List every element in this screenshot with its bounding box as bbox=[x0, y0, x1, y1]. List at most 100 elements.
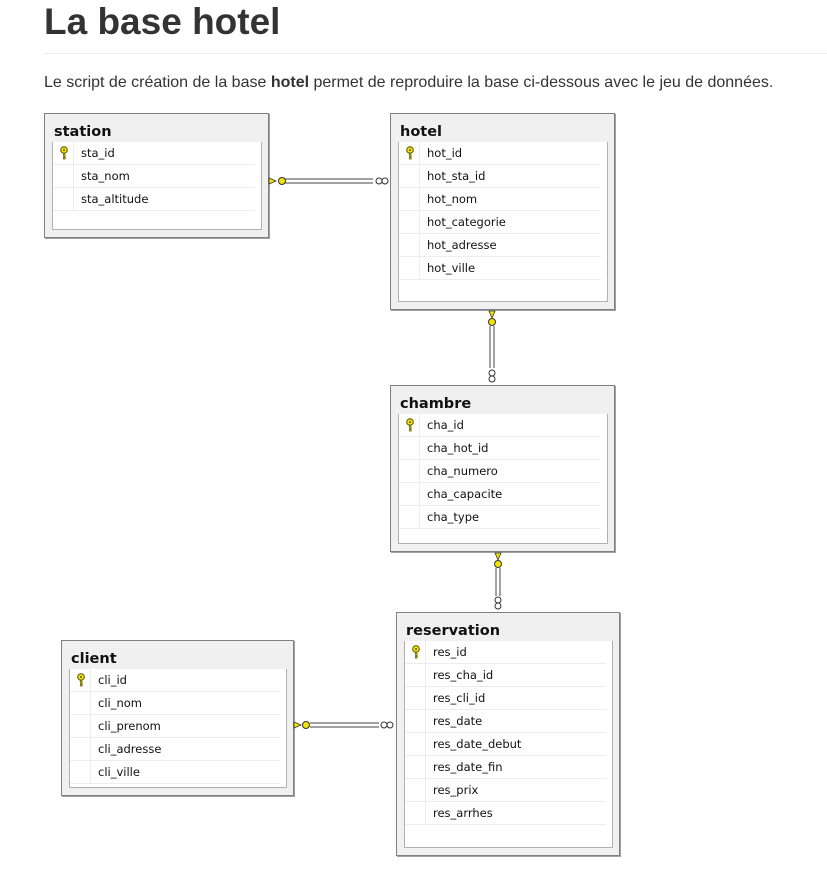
row-selector bbox=[405, 779, 426, 801]
column-row[interactable]: hot_adresse bbox=[399, 234, 601, 257]
column-list: sta_id sta_nom sta_altitude bbox=[52, 142, 262, 230]
column-name: cli_nom bbox=[98, 696, 142, 710]
column-row[interactable]: cha_numero bbox=[399, 460, 601, 483]
key-end-icon bbox=[278, 177, 286, 185]
column-row[interactable]: res_arrhes bbox=[405, 802, 606, 825]
primary-key-icon bbox=[76, 673, 86, 687]
row-selector bbox=[405, 756, 426, 778]
column-row[interactable]: cha_capacite bbox=[399, 483, 601, 506]
infinity-end-icon bbox=[494, 602, 502, 610]
column-list: res_id res_cha_id res_cli_id res_date res_da… bbox=[404, 641, 613, 848]
intro-db-name: hotel bbox=[270, 74, 310, 91]
key-end-icon bbox=[293, 721, 303, 729]
key-end-icon bbox=[268, 177, 278, 185]
column-row[interactable]: hot_sta_id bbox=[399, 165, 601, 188]
table-station[interactable]: station sta_id sta_nom sta_altitude bbox=[44, 113, 269, 238]
row-selector bbox=[405, 664, 426, 686]
column-row[interactable]: hot_id bbox=[399, 142, 601, 165]
row-selector bbox=[399, 165, 420, 187]
column-name: cha_hot_id bbox=[427, 441, 489, 455]
table-name: hotel bbox=[400, 124, 443, 140]
row-selector bbox=[399, 257, 420, 279]
table-name: chambre bbox=[400, 396, 472, 412]
column-row[interactable]: cli_id bbox=[70, 669, 280, 692]
column-row[interactable]: cha_id bbox=[399, 414, 601, 437]
row-selector bbox=[399, 414, 420, 436]
column-name: sta_nom bbox=[81, 169, 130, 183]
column-name: hot_ville bbox=[427, 261, 476, 275]
column-row[interactable]: hot_ville bbox=[399, 257, 601, 280]
key-end-icon bbox=[488, 318, 496, 326]
row-selector bbox=[405, 687, 426, 709]
column-row[interactable]: hot_nom bbox=[399, 188, 601, 211]
row-selector bbox=[405, 802, 426, 824]
infinity-end-icon bbox=[381, 177, 389, 185]
column-row[interactable]: res_date bbox=[405, 710, 606, 733]
column-row[interactable]: sta_id bbox=[53, 142, 255, 165]
row-selector bbox=[405, 710, 426, 732]
column-row[interactable]: cli_nom bbox=[70, 692, 280, 715]
column-row[interactable]: cli_prenom bbox=[70, 715, 280, 738]
column-name: sta_id bbox=[81, 146, 115, 160]
column-name: cli_ville bbox=[98, 765, 140, 779]
column-row[interactable]: res_date_fin bbox=[405, 756, 606, 779]
column-name: cha_numero bbox=[427, 464, 498, 478]
column-row[interactable]: sta_nom bbox=[53, 165, 255, 188]
column-name: hot_sta_id bbox=[427, 169, 486, 183]
column-name: hot_id bbox=[427, 146, 463, 160]
relationship-client-reservation bbox=[293, 721, 394, 729]
column-list: cli_id cli_nom cli_prenom cli_adresse cli_vi… bbox=[69, 669, 287, 788]
primary-key-icon bbox=[411, 645, 421, 659]
primary-key-icon bbox=[59, 146, 69, 160]
column-row[interactable]: sta_altitude bbox=[53, 188, 255, 211]
intro-text-after: permet de reproduire la base ci-dessous … bbox=[309, 74, 774, 91]
infinity-end-icon bbox=[488, 369, 496, 377]
table-chambre[interactable]: chambre cha_id cha_hot_id cha_numero cha_ca… bbox=[390, 385, 615, 552]
infinity-end-icon bbox=[386, 721, 394, 729]
page-title: La base hotel bbox=[44, 1, 281, 42]
row-selector bbox=[53, 188, 74, 210]
column-row[interactable]: cli_adresse bbox=[70, 738, 280, 761]
infinity-end-icon bbox=[494, 596, 502, 604]
row-selector bbox=[399, 483, 420, 505]
row-selector bbox=[399, 506, 420, 528]
column-name: res_prix bbox=[433, 783, 479, 797]
table-name: station bbox=[54, 124, 112, 140]
column-row[interactable]: res_date_debut bbox=[405, 733, 606, 756]
column-name: sta_altitude bbox=[81, 192, 149, 206]
row-selector bbox=[399, 188, 420, 210]
column-name: res_id bbox=[433, 645, 467, 659]
table-name: reservation bbox=[406, 623, 501, 639]
row-selector bbox=[70, 761, 91, 783]
column-row[interactable]: res_cli_id bbox=[405, 687, 606, 710]
table-client[interactable]: client cli_id cli_nom cli_prenom cli_adress… bbox=[61, 640, 294, 796]
row-selector bbox=[70, 715, 91, 737]
relationship-station-hotel bbox=[268, 177, 389, 185]
row-selector bbox=[399, 234, 420, 256]
column-row[interactable]: res_id bbox=[405, 641, 606, 664]
column-name: res_cli_id bbox=[433, 691, 486, 705]
intro-text-before: Le script de création de la base bbox=[44, 74, 271, 91]
row-selector bbox=[53, 142, 74, 164]
column-name: cli_adresse bbox=[98, 742, 162, 756]
column-name: res_date_debut bbox=[433, 737, 522, 751]
column-row[interactable]: res_cha_id bbox=[405, 664, 606, 687]
column-row[interactable]: cha_hot_id bbox=[399, 437, 601, 460]
table-name: client bbox=[71, 651, 117, 667]
column-name: cli_id bbox=[98, 673, 127, 687]
intro-paragraph: Le script de création de la base hotel p… bbox=[44, 73, 773, 93]
column-row[interactable]: res_prix bbox=[405, 779, 606, 802]
column-name: res_date_fin bbox=[433, 760, 503, 774]
column-row[interactable]: hot_categorie bbox=[399, 211, 601, 234]
infinity-end-icon bbox=[488, 375, 496, 383]
column-row[interactable]: cha_type bbox=[399, 506, 601, 529]
infinity-end-icon bbox=[375, 177, 383, 185]
row-selector bbox=[399, 437, 420, 459]
row-selector bbox=[70, 738, 91, 760]
column-row[interactable]: cli_ville bbox=[70, 761, 280, 784]
row-selector bbox=[399, 142, 420, 164]
